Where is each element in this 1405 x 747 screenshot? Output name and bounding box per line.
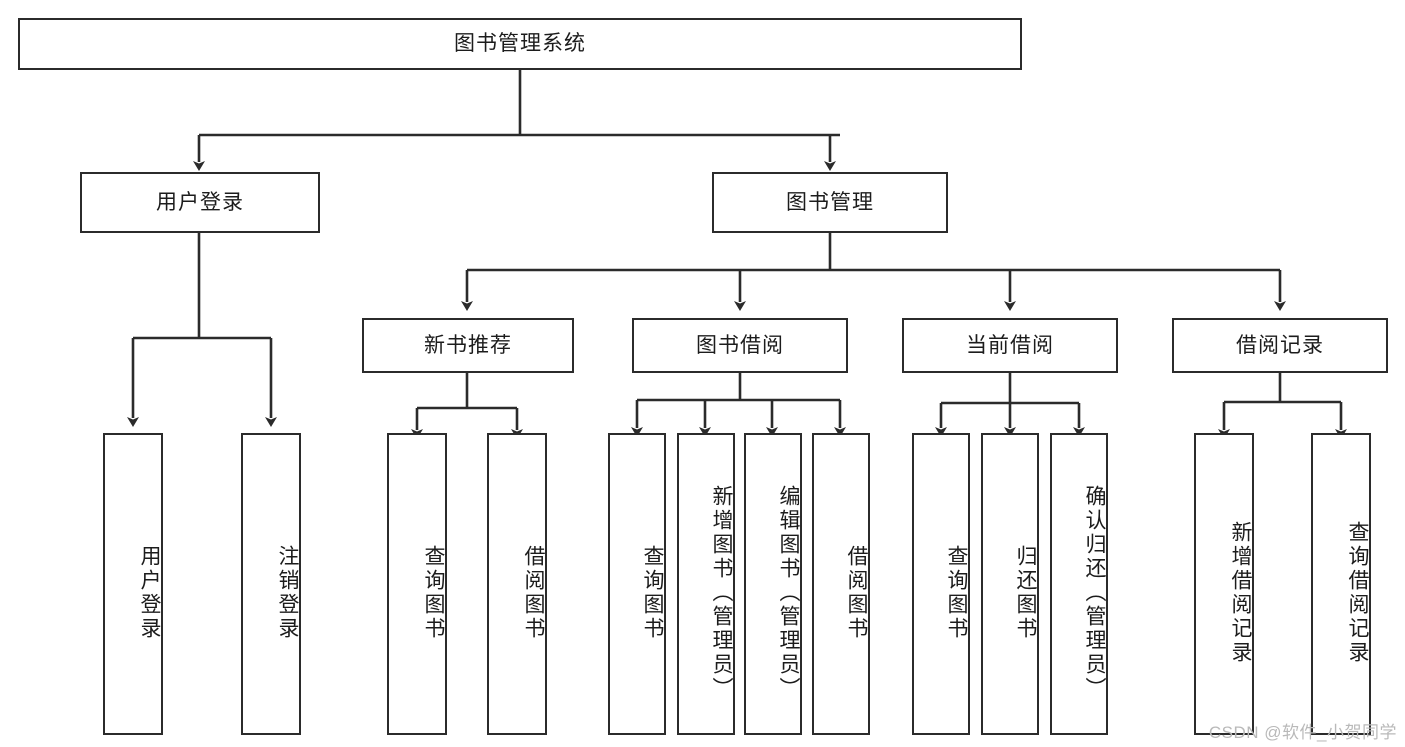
node-leaf-return-book-label: 归还图书 — [1014, 545, 1037, 641]
node-leaf-add-book[interactable]: 新增图书（管理员） — [677, 433, 735, 735]
node-user-login-label: 用户登录 — [156, 190, 244, 214]
node-book-manage[interactable]: 图书管理 — [712, 172, 948, 233]
node-leaf-borrow-book-2-label: 借阅图书 — [845, 545, 868, 641]
node-current-borrow-label: 当前借阅 — [966, 333, 1054, 357]
node-leaf-user-login[interactable]: 用户登录 — [103, 433, 163, 735]
node-new-book-rec-label: 新书推荐 — [424, 333, 512, 357]
node-leaf-query-book-2-label: 查询图书 — [641, 545, 664, 641]
node-leaf-confirm-return[interactable]: 确认归还（管理员） — [1050, 433, 1108, 735]
node-leaf-borrow-book-1-label: 借阅图书 — [522, 545, 545, 641]
node-borrow-record-label: 借阅记录 — [1236, 333, 1324, 357]
node-leaf-user-login-label: 用户登录 — [138, 545, 161, 641]
node-leaf-add-record-label: 新增借阅记录 — [1229, 521, 1252, 665]
node-leaf-return-book[interactable]: 归还图书 — [981, 433, 1039, 735]
node-leaf-query-record[interactable]: 查询借阅记录 — [1311, 433, 1371, 735]
node-leaf-query-book-3-label: 查询图书 — [945, 545, 968, 641]
node-leaf-confirm-return-label: 确认归还（管理员） — [1083, 485, 1106, 701]
node-book-borrow[interactable]: 图书借阅 — [632, 318, 848, 373]
node-root[interactable]: 图书管理系统 — [18, 18, 1022, 70]
csdn-watermark: CSDN @软件_小贺同学 — [1208, 723, 1397, 742]
node-leaf-edit-book-label: 编辑图书（管理员） — [777, 485, 800, 701]
node-leaf-query-book-2[interactable]: 查询图书 — [608, 433, 666, 735]
node-leaf-edit-book[interactable]: 编辑图书（管理员） — [744, 433, 802, 735]
node-leaf-borrow-book-2[interactable]: 借阅图书 — [812, 433, 870, 735]
node-current-borrow[interactable]: 当前借阅 — [902, 318, 1118, 373]
node-borrow-record[interactable]: 借阅记录 — [1172, 318, 1388, 373]
node-leaf-query-book-1-label: 查询图书 — [422, 545, 445, 641]
node-leaf-logout[interactable]: 注销登录 — [241, 433, 301, 735]
node-leaf-query-book-1[interactable]: 查询图书 — [387, 433, 447, 735]
node-user-login[interactable]: 用户登录 — [80, 172, 320, 233]
node-leaf-logout-label: 注销登录 — [276, 545, 299, 641]
node-new-book-rec[interactable]: 新书推荐 — [362, 318, 574, 373]
node-leaf-add-record[interactable]: 新增借阅记录 — [1194, 433, 1254, 735]
node-leaf-query-book-3[interactable]: 查询图书 — [912, 433, 970, 735]
node-book-borrow-label: 图书借阅 — [696, 333, 784, 357]
node-leaf-add-book-label: 新增图书（管理员） — [710, 485, 733, 701]
node-book-manage-label: 图书管理 — [786, 190, 874, 214]
node-leaf-query-record-label: 查询借阅记录 — [1346, 521, 1369, 665]
node-leaf-borrow-book-1[interactable]: 借阅图书 — [487, 433, 547, 735]
node-root-label: 图书管理系统 — [454, 32, 586, 56]
